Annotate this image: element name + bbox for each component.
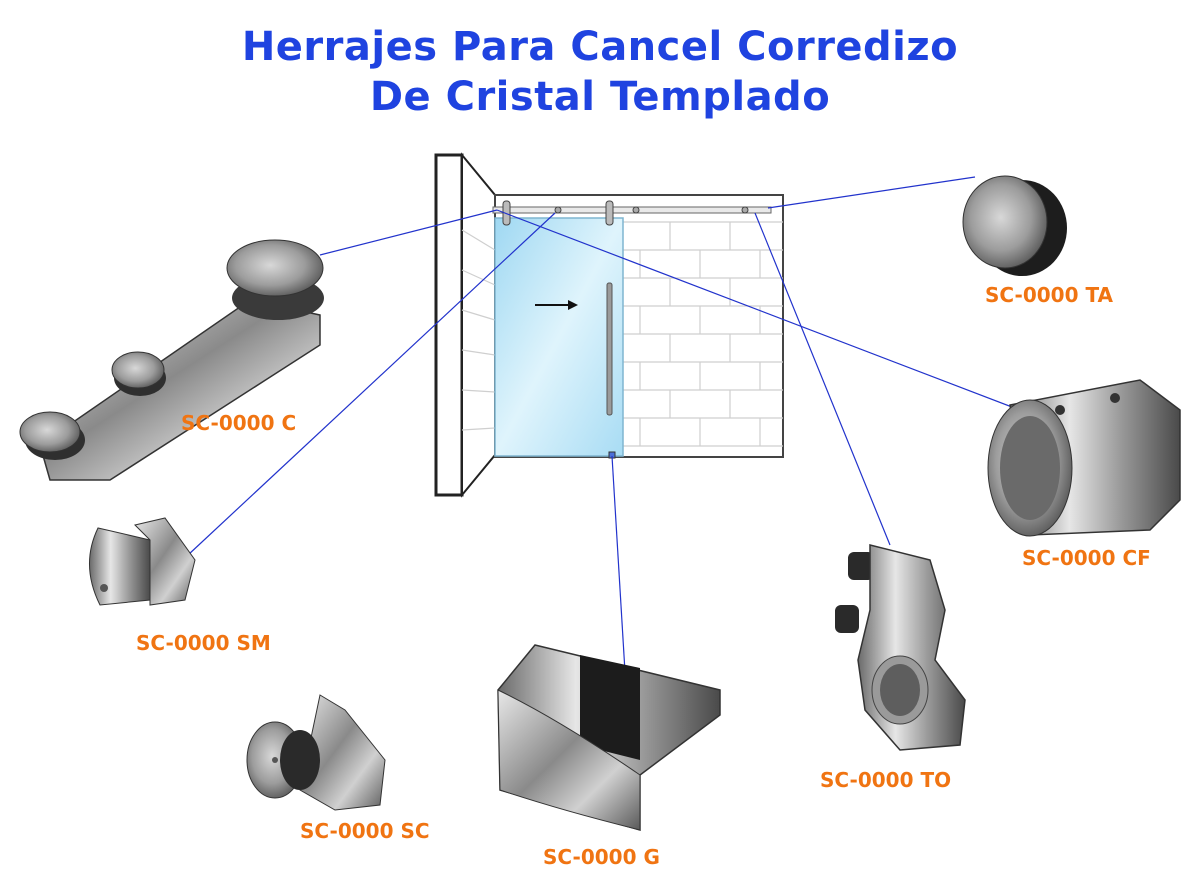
product-clamp-sc [246, 694, 386, 811]
label-sc-0000-sm: SC-0000 SM [136, 631, 271, 655]
product-holder-to [835, 544, 966, 751]
label-sc-0000-to: SC-0000 TO [820, 768, 952, 792]
leader-lines [187, 176, 1026, 673]
shower-drawing [434, 152, 784, 498]
rail [492, 206, 772, 214]
label-sc-0000-cf: SC-0000 CF [1022, 546, 1151, 570]
glass-door [494, 217, 624, 457]
product-endcap-ta [962, 175, 1067, 276]
label-sc-0000-ta: SC-0000 TA [985, 283, 1114, 307]
label-sc-0000-sc: SC-0000 SC [300, 819, 430, 843]
product-guide-g [497, 644, 721, 831]
label-sc-0000-c: SC-0000 C [181, 411, 297, 435]
label-sc-0000-g: SC-0000 G [543, 845, 660, 869]
product-roller-c [19, 239, 324, 481]
product-stopper-sm [89, 517, 196, 606]
product-connector-cf [987, 379, 1181, 537]
page-subtitle: De Cristal Templado [369, 74, 831, 120]
arrow-right-icon [568, 300, 578, 310]
page-title: Herrajes Para Cancel Corredizo [241, 24, 959, 70]
